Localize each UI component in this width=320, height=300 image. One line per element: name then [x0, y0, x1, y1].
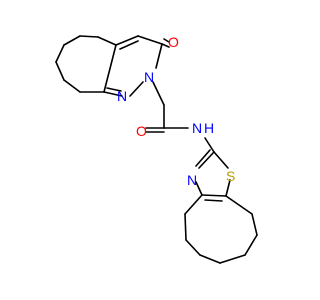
thiazole-ring	[195, 149, 231, 202]
nitrogen-label-amide: N	[192, 120, 202, 136]
nitrogen-label-thiazole: N	[187, 172, 197, 188]
hydrogen-label-amide: H	[204, 120, 214, 136]
oxygen-label-ring-carbonyl: O	[168, 34, 179, 50]
cycloheptane-ring-top	[55, 35, 117, 93]
oxygen-label-amide: O	[136, 123, 147, 139]
cycloheptane-ring-bottom	[184, 194, 258, 264]
pyridazinone-ring	[103, 35, 163, 97]
ring-carbonyl	[161, 38, 170, 48]
molecule-structure: O N N O N H N S	[55, 34, 258, 264]
nitrogen-label-ring: N	[117, 88, 127, 104]
sulfur-label-thiazole: S	[226, 168, 235, 184]
nitrogen-label-ring-alkyl: N	[144, 69, 154, 85]
acetamide-linker	[145, 81, 215, 153]
